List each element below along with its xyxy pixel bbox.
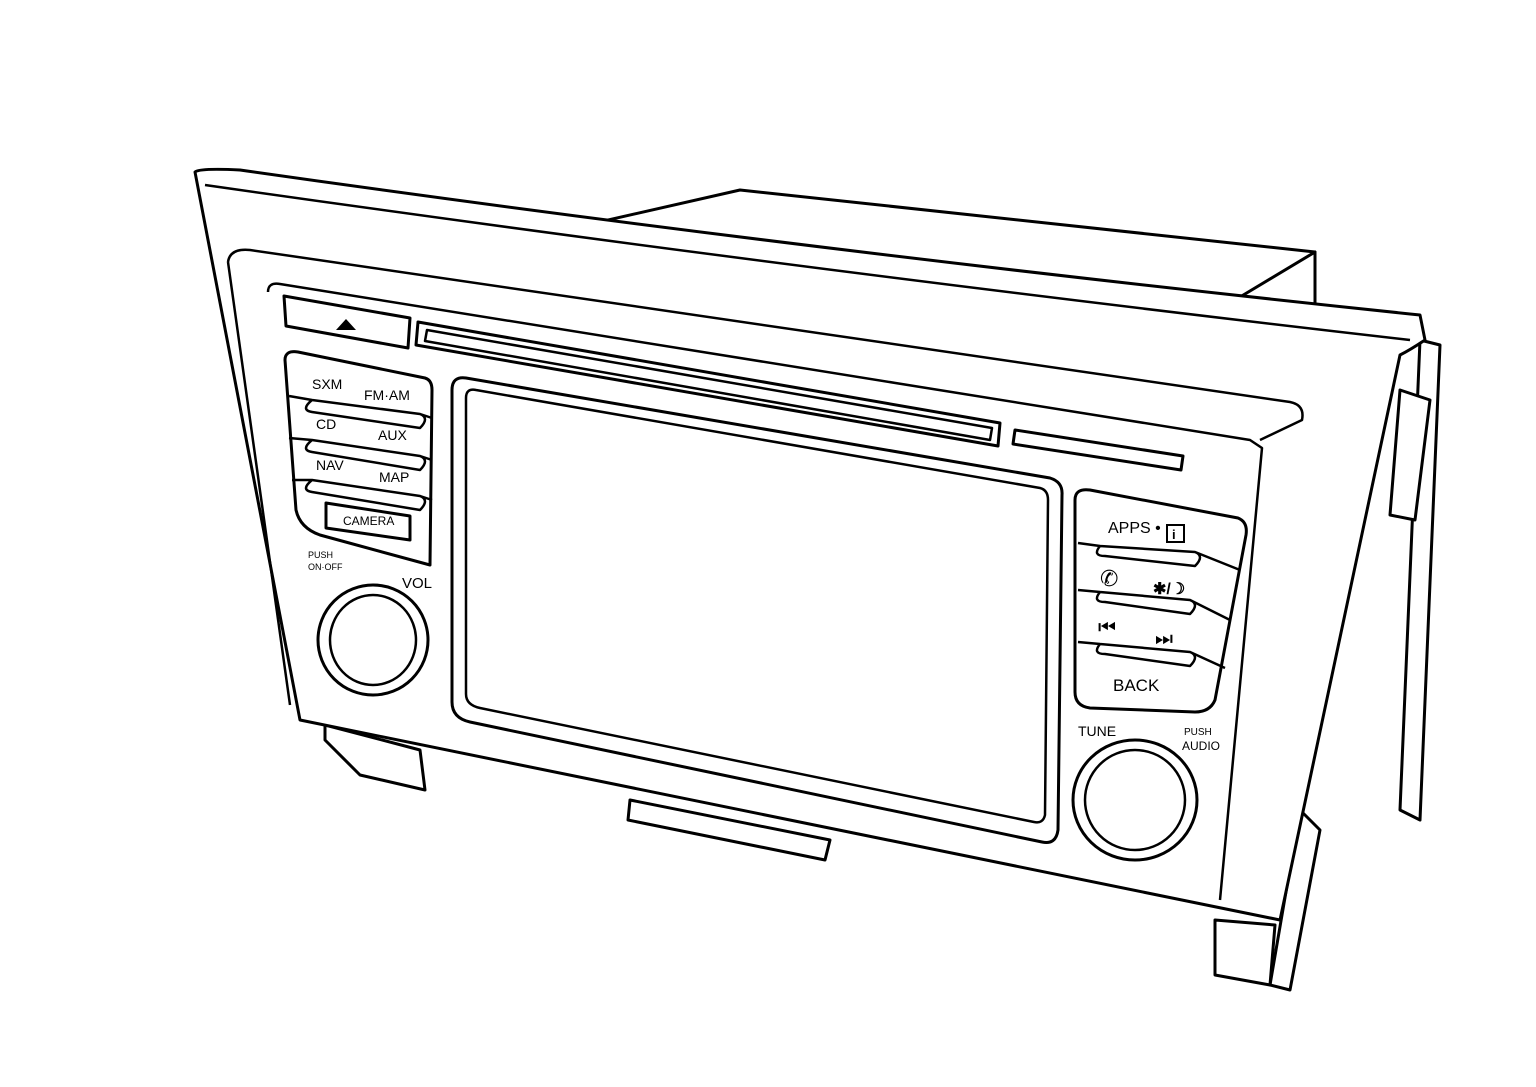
nav-button[interactable]: NAV: [316, 457, 344, 473]
push-audio-label-1: PUSH: [1184, 727, 1212, 738]
apps-label: APPS •: [1108, 520, 1161, 537]
previous-track-button[interactable]: ⏮: [1098, 617, 1116, 639]
eject-icon: [336, 319, 356, 330]
right-button-cluster: [1073, 488, 1248, 714]
apps-info-button[interactable]: APPS • i: [1108, 520, 1185, 543]
vol-label: VOL: [402, 575, 432, 592]
info-glyph: i: [1172, 527, 1176, 542]
next-track-button[interactable]: ⏭: [1155, 628, 1173, 650]
push-audio-label-2: AUDIO: [1182, 739, 1220, 753]
tune-label: TUNE: [1078, 723, 1116, 739]
eject-button[interactable]: [282, 294, 412, 350]
phone-button[interactable]: ✆: [1100, 566, 1118, 591]
aux-button[interactable]: AUX: [378, 427, 407, 443]
brightness-night-button[interactable]: ✱/☽: [1153, 581, 1185, 598]
sxm-button[interactable]: SXM: [312, 376, 342, 392]
info-icon: [1166, 524, 1185, 543]
camera-label: CAMERA: [343, 514, 394, 528]
cd-slot: [414, 320, 1002, 448]
fm-am-button[interactable]: FM·AM: [364, 387, 410, 403]
push-label: PUSH: [308, 550, 333, 560]
volume-knob[interactable]: [316, 583, 430, 697]
camera-button[interactable]: CAMERA: [324, 501, 412, 542]
on-off-label: ON·OFF: [308, 562, 343, 572]
display-slot: [1011, 428, 1185, 472]
left-button-cluster: [283, 350, 434, 567]
tune-knob[interactable]: [1071, 738, 1199, 862]
back-button[interactable]: BACK: [1113, 676, 1160, 695]
touch-screen[interactable]: [450, 376, 1064, 844]
cd-button[interactable]: CD: [316, 416, 336, 432]
map-button[interactable]: MAP: [379, 469, 409, 485]
